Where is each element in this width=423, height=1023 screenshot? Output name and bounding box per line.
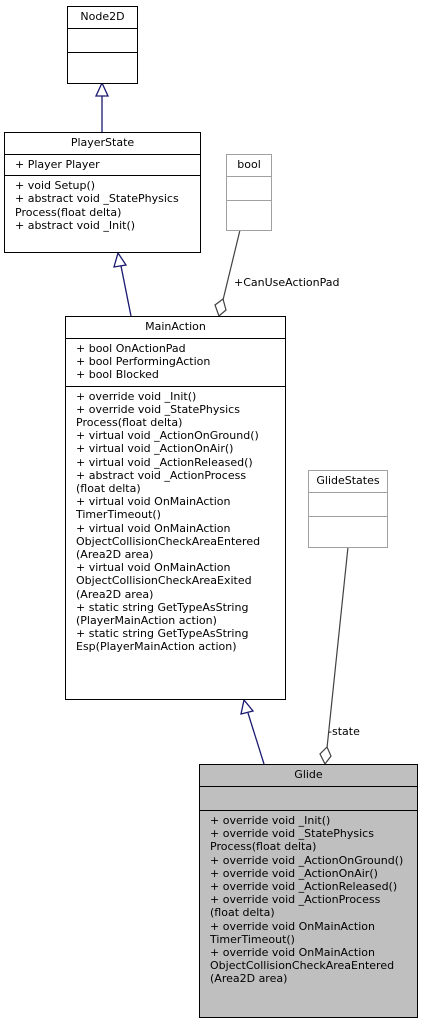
method: (Area2D area) (76, 587, 154, 601)
class-glidestates-attributes (309, 492, 387, 516)
attribute: + bool OnActionPad (76, 342, 186, 355)
class-glide[interactable]: Glide + override void _Init() + override… (199, 764, 418, 1018)
method: + abstract void _ActionProcess (76, 468, 247, 482)
method: + virtual void _ActionOnAir() (76, 442, 234, 456)
class-playerstate[interactable]: PlayerState + Player Player + void Setup… (4, 132, 201, 253)
class-bool-methods (227, 200, 271, 224)
method: + static string GetTypeAsString (76, 627, 249, 641)
method: + abstract void _StatePhysics (15, 192, 179, 206)
method: TimerTimeout() (210, 932, 295, 946)
class-node2d[interactable]: Node2D (67, 6, 138, 84)
edge-label-state: -state (328, 725, 360, 738)
method: + abstract void _Init() (15, 218, 136, 232)
class-mainaction[interactable]: MainAction + bool OnActionPad + bool Per… (65, 316, 286, 700)
method: TimerTimeout() (76, 508, 161, 522)
class-node2d-attributes (68, 28, 137, 52)
method: + override void _ActionOnGround() (210, 853, 404, 867)
edge-glide-mainaction (247, 712, 265, 765)
method: (Area2D area) (76, 548, 154, 562)
method: ObjectCollisionCheckAreaEntered (76, 534, 261, 548)
class-glidestates[interactable]: GlideStates (308, 470, 388, 548)
class-mainaction-methods: + override void _Init() + override void … (66, 385, 285, 658)
method: + override void _Init() (210, 814, 331, 827)
class-glide-title: Glide (294, 768, 323, 781)
method: (Area2D area) (210, 972, 288, 986)
class-node2d-title: Node2D (80, 10, 125, 23)
attribute: + Player Player (15, 158, 100, 171)
method: + virtual void OnMainAction (76, 495, 231, 509)
method: + override void _Init() (76, 389, 197, 403)
method: + virtual void OnMainAction (76, 561, 231, 575)
method: Esp(PlayerMainAction action) (76, 640, 237, 654)
method: + override void OnMainAction (210, 919, 375, 933)
class-glidestates-title: GlideStates (316, 474, 380, 487)
method: + void Setup() (15, 179, 96, 193)
class-glidestates-methods (309, 516, 387, 540)
class-node2d-methods (68, 52, 137, 76)
inheritance-arrow-node2d (94, 81, 110, 97)
aggregation-diamond-glide (319, 745, 332, 766)
class-playerstate-title: PlayerState (70, 136, 135, 149)
inheritance-arrow-mainaction (240, 698, 255, 715)
class-bool-title: bool (237, 158, 261, 171)
edge-label-can-use-action-pad: +CanUseActionPad (234, 276, 340, 289)
method: Process(float delta) (76, 416, 183, 430)
method: ObjectCollisionCheckAreaEntered (210, 959, 395, 973)
method: (float delta) (210, 906, 275, 920)
edge-bool-mainaction (222, 229, 241, 301)
class-playerstate-attributes: + Player Player (5, 154, 200, 175)
class-glide-methods: + override void _Init() + override void … (200, 810, 417, 990)
method: + override void _ActionReleased() (210, 880, 398, 894)
attribute: + bool PerformingAction (76, 355, 211, 369)
method: + virtual void _ActionReleased() (76, 455, 253, 469)
method: + virtual void _ActionOnGround() (76, 429, 259, 443)
class-glide-attributes (200, 786, 417, 810)
edge-glidestates-glide (326, 546, 349, 749)
method: Process(float delta) (210, 840, 317, 854)
class-mainaction-title: MainAction (145, 320, 206, 333)
class-mainaction-attributes: + bool OnActionPad + bool PerformingActi… (66, 338, 285, 386)
method: + override void _StatePhysics (210, 827, 374, 841)
class-playerstate-methods: + void Setup() + abstract void _StatePhy… (5, 175, 200, 236)
method: (float delta) (76, 482, 141, 496)
class-bool[interactable]: bool (226, 154, 272, 231)
method: ObjectCollisionCheckAreaExited (76, 574, 252, 588)
method: Process(float delta) (15, 205, 122, 219)
method: (PlayerMainAction action) (76, 614, 217, 628)
method: + override void _ActionOnAir() (210, 866, 378, 880)
method: + virtual void OnMainAction (76, 521, 231, 535)
aggregation-diamond-mainaction (214, 297, 227, 318)
method: + override void OnMainAction (210, 946, 375, 960)
attribute: + bool Blocked (76, 368, 159, 382)
method: + override void _ActionProcess (210, 893, 381, 907)
method: + override void _StatePhysics (76, 402, 240, 416)
method: + static string GetTypeAsString (76, 600, 249, 614)
inheritance-arrow-playerstate (113, 251, 128, 268)
edge-mainaction-playerstate (120, 265, 132, 317)
class-bool-attributes (227, 176, 271, 200)
